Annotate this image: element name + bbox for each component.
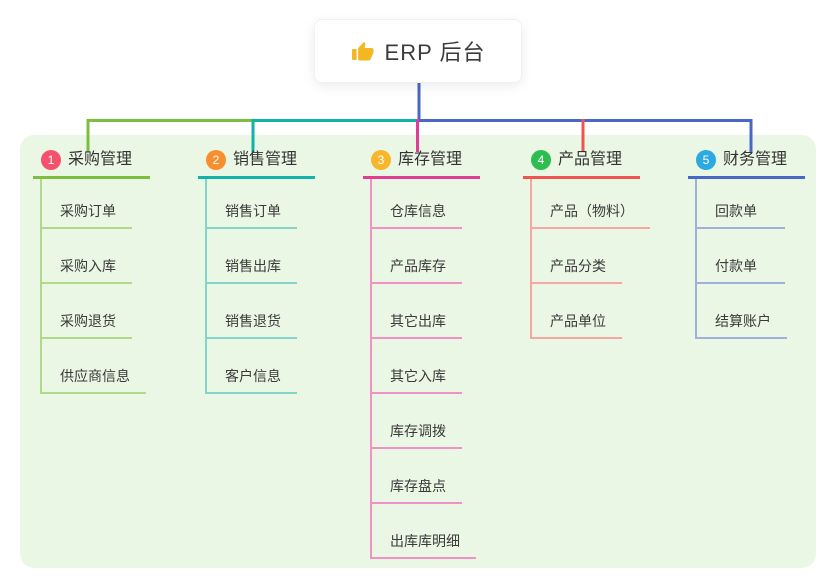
child-node[interactable]: 产品（物料） [532,179,650,229]
branch-title-node[interactable]: 2 销售管理 [198,150,316,179]
branch-children: 产品（物料）产品分类产品单位 [530,179,650,339]
branches-background-panel [20,135,816,568]
branch-title-label: 财务管理 [723,151,788,168]
branch-children: 仓库信息产品库存其它出库其它入库库存调拨库存盘点出库库明细 [370,179,476,559]
child-node[interactable]: 采购入库 [42,229,132,284]
child-node[interactable]: 销售订单 [207,179,297,229]
branch-number-badge: 2 [206,150,226,170]
child-node[interactable]: 产品库存 [372,229,462,284]
branch-title-label: 采购管理 [68,151,133,168]
child-node[interactable]: 采购退货 [42,284,132,339]
root-title: ERP 后台 [384,40,486,65]
branch-children: 采购订单采购入库采购退货供应商信息 [40,179,146,394]
branch-children: 销售订单销售出库销售退货客户信息 [205,179,297,394]
branch-number-badge: 4 [531,150,551,170]
child-node[interactable]: 出库库明细 [372,504,476,559]
child-node[interactable]: 销售出库 [207,229,297,284]
branch-children: 回款单付款单结算账户 [695,179,787,339]
child-node[interactable]: 产品分类 [532,229,622,284]
thumbs-up-path [351,42,374,61]
branch-number-badge: 5 [696,150,716,170]
child-node[interactable]: 其它出库 [372,284,462,339]
child-node[interactable]: 仓库信息 [372,179,462,229]
child-node[interactable]: 客户信息 [207,339,297,394]
child-node[interactable]: 产品单位 [532,284,622,339]
branch-title-node[interactable]: 3 库存管理 [363,150,481,179]
branch-title-node[interactable]: 1 采购管理 [33,150,151,179]
thumbs-up-icon [351,39,375,63]
branch-1: 1 采购管理采购订单采购入库采购退货供应商信息 [33,150,151,394]
child-node[interactable]: 库存盘点 [372,449,462,504]
root-node[interactable]: ERP 后台 [314,19,522,83]
branch-title-label: 销售管理 [233,151,298,168]
child-node[interactable]: 销售退货 [207,284,297,339]
child-node[interactable]: 付款单 [697,229,785,284]
branch-4: 4 产品管理产品（物料）产品分类产品单位 [523,150,650,339]
child-node[interactable]: 其它入库 [372,339,462,394]
branch-title-node[interactable]: 5 财务管理 [688,150,806,179]
child-node[interactable]: 回款单 [697,179,785,229]
child-node[interactable]: 结算账户 [697,284,787,339]
branch-title-node[interactable]: 4 产品管理 [523,150,641,179]
child-node[interactable]: 供应商信息 [42,339,146,394]
branch-number-badge: 3 [371,150,391,170]
branch-title-label: 产品管理 [558,151,623,168]
branch-title-label: 库存管理 [398,151,463,168]
branch-5: 5 财务管理回款单付款单结算账户 [688,150,806,339]
branch-3: 3 库存管理仓库信息产品库存其它出库其它入库库存调拨库存盘点出库库明细 [363,150,481,559]
branch-number-badge: 1 [41,150,61,170]
child-node[interactable]: 采购订单 [42,179,132,229]
child-node[interactable]: 库存调拨 [372,394,462,449]
branch-2: 2 销售管理销售订单销售出库销售退货客户信息 [198,150,316,394]
